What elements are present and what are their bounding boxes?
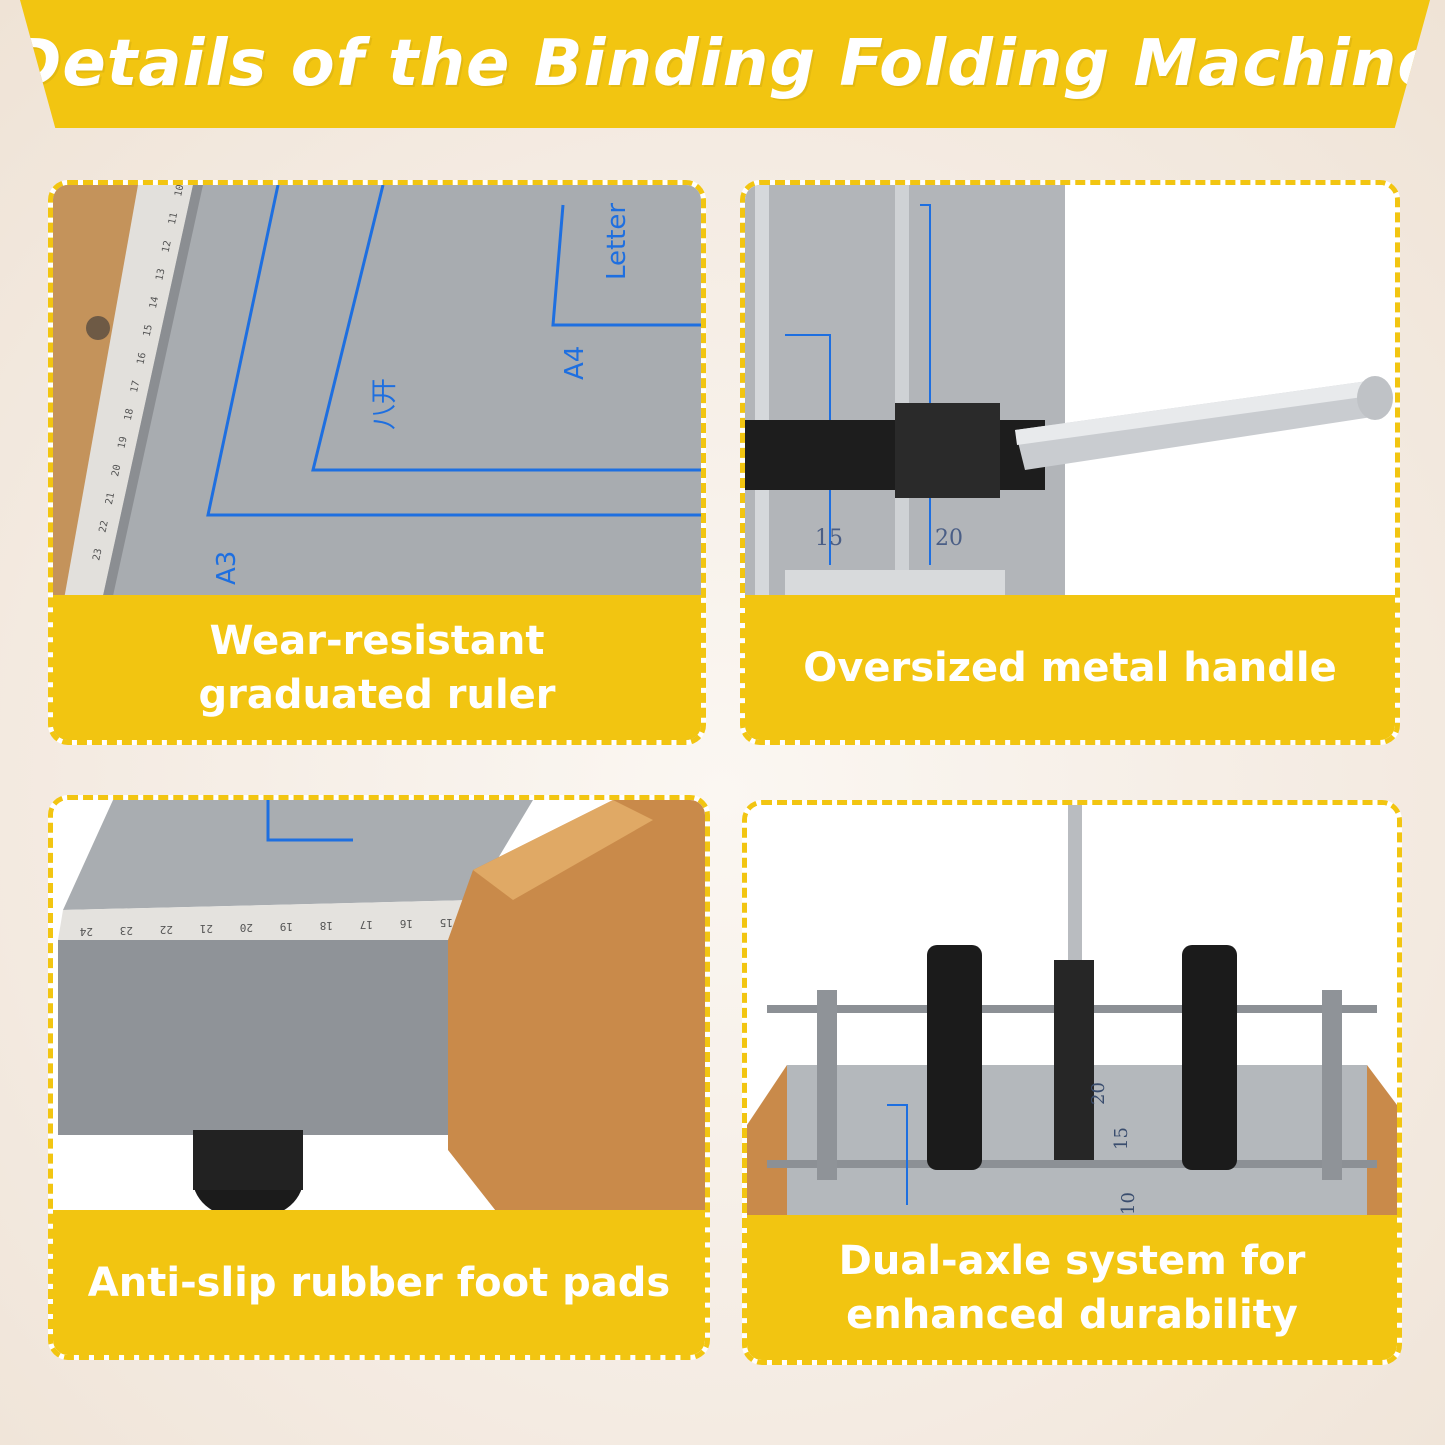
label-letter: Letter [602, 203, 632, 280]
scale-10: 10 [1118, 1192, 1139, 1215]
ruler-number: 24 [79, 925, 93, 938]
scale-15: 15 [1111, 1127, 1132, 1150]
ruler-number: 11 [167, 212, 180, 226]
panel-axle: 20 15 10 Dual-axle system for enhanced d… [742, 800, 1402, 1365]
caption-foot: Anti-slip rubber foot pads [53, 1210, 705, 1355]
ruler-number: 21 [200, 922, 213, 935]
panel-handle: 15 20 Oversized metal handle [740, 180, 1400, 745]
ruler-number: 21 [104, 492, 117, 506]
ruler-number: 20 [110, 464, 123, 478]
ruler-number: 14 [148, 296, 161, 310]
caption-axle: Dual-axle system for enhanced durability [747, 1215, 1397, 1360]
ruler-number: 22 [160, 923, 173, 936]
panel-ruler: A3 A4 Letter 八开 10 11 12 13 14 15 16 17 18 19 20 21… [48, 180, 706, 745]
ruler-number: 15 [142, 324, 155, 338]
ruler-number: 19 [116, 436, 129, 450]
scale-20: 20 [1088, 1082, 1109, 1105]
ruler-number: 12 [161, 240, 174, 254]
ruler-number: 10 [173, 185, 186, 198]
ruler-number: 20 [240, 921, 253, 934]
ruler-number: 17 [360, 918, 373, 931]
caption-ruler: Wear-resistant graduated ruler [53, 595, 701, 740]
label-a4: A4 [560, 346, 590, 380]
caption-handle: Oversized metal handle [745, 595, 1395, 740]
page-title: Details of the Binding Folding Machine [8, 27, 1442, 101]
ruler-number: 16 [135, 352, 148, 366]
title-banner: Details of the Binding Folding Machine [20, 0, 1430, 128]
scale-15: 15 [815, 526, 843, 551]
ruler-number: 19 [280, 920, 293, 933]
ruler-number: 18 [320, 919, 333, 932]
panel-foot: 24 23 22 21 20 19 18 17 16 15 Anti-slip rubber fo… [48, 795, 710, 1360]
ruler-number: 17 [129, 380, 142, 394]
label-a3: A3 [212, 551, 242, 585]
ruler-number: 22 [98, 520, 111, 534]
ruler-number: 23 [120, 924, 133, 937]
ruler-number: 13 [154, 268, 167, 282]
ruler-number: 15 [440, 916, 453, 929]
scale-20: 20 [935, 526, 963, 551]
label-8k: 八开 [370, 378, 400, 430]
ruler-number: 23 [91, 548, 104, 562]
ruler-number: 16 [400, 917, 413, 930]
ruler-number: 18 [123, 408, 136, 422]
